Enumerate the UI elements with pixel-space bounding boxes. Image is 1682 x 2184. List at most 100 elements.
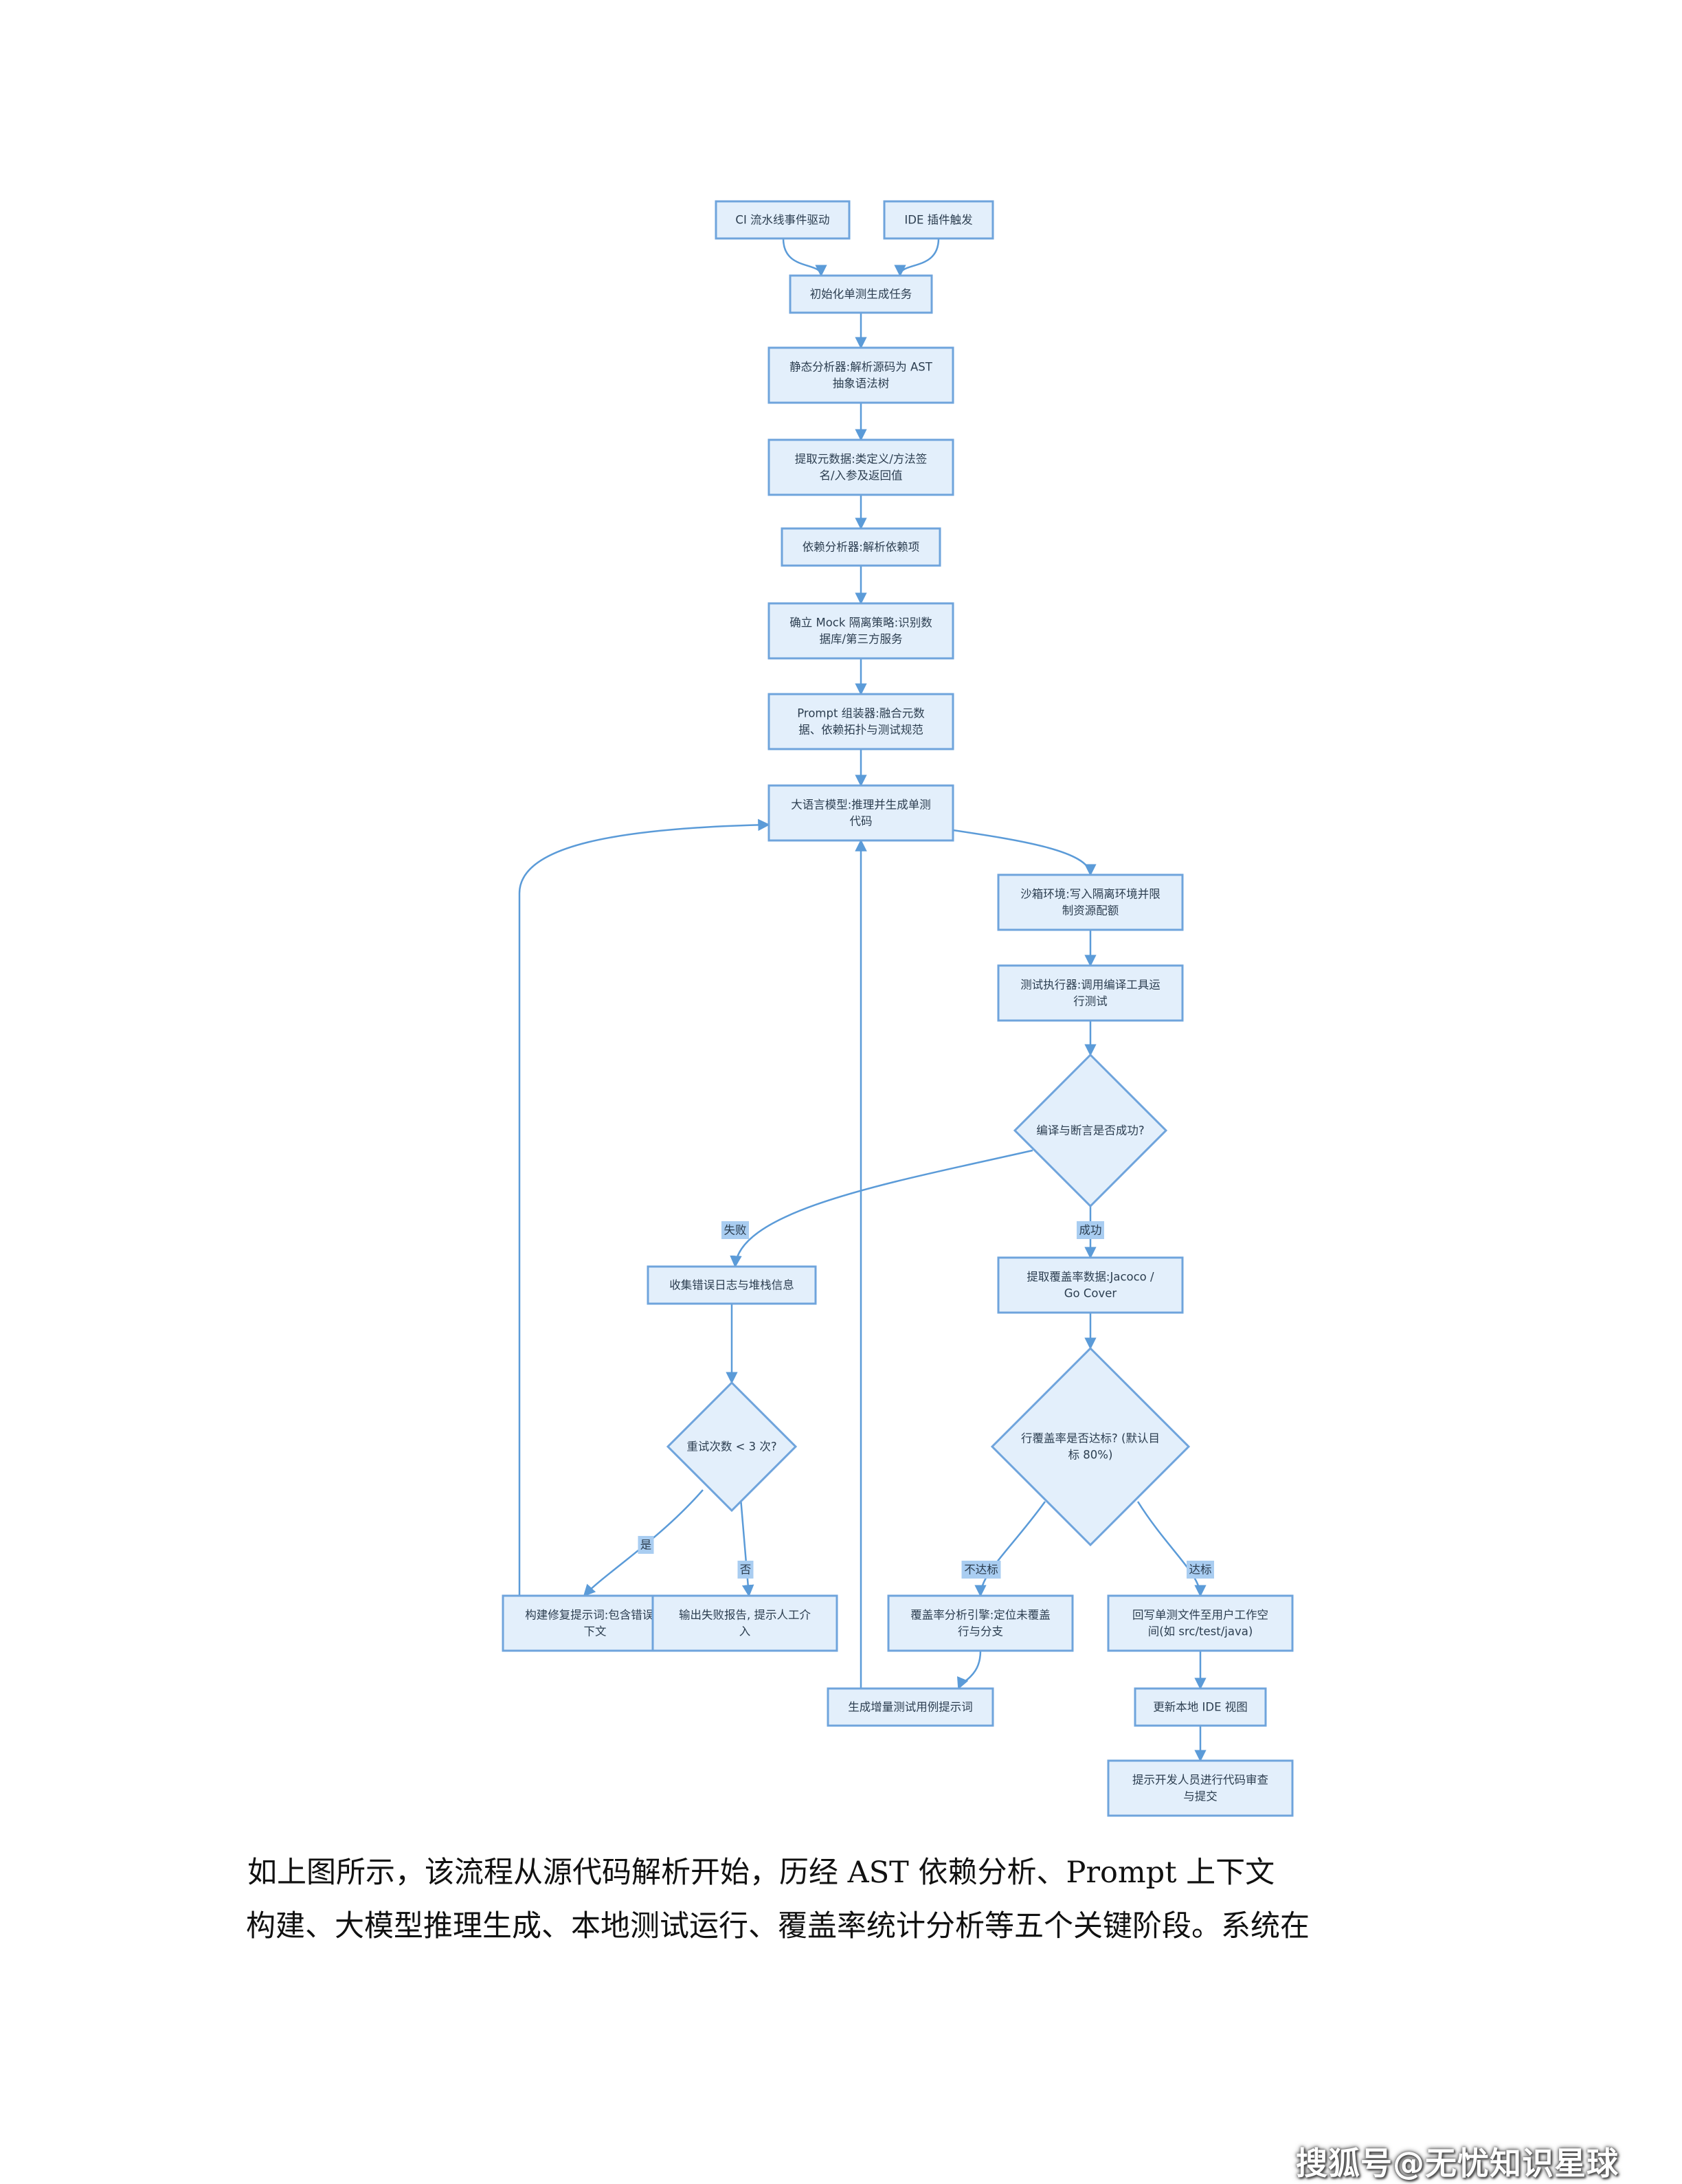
node-label: 收集错误日志与堆栈信息 — [669, 1279, 794, 1292]
node-label: 测试执行器:调用编译工具运 — [1020, 979, 1160, 992]
node-static-analyzer: 静态分析器:解析源码为 AST 抽象语法树 — [767, 346, 954, 404]
edge-retry-to-fail — [739, 1497, 754, 1597]
node-label: 重试次数 < 3 次? — [686, 1440, 776, 1453]
node-shape — [715, 200, 851, 240]
node-label: 标 80%) — [1068, 1449, 1113, 1462]
node-shape — [767, 438, 954, 496]
node-compile-ok: 编译与断言是否成功? — [1013, 1053, 1168, 1208]
node-shape — [827, 1687, 994, 1727]
node-label: 沙箱环境:写入隔离环境并限 — [1020, 888, 1160, 901]
node-label: IDE 插件触发 — [904, 214, 972, 227]
node-label: 行测试 — [1073, 995, 1108, 1008]
node-init-task: 初始化单测生成任务 — [789, 274, 933, 314]
node-shape — [1134, 1687, 1267, 1727]
edge-coverage-to-analysis — [974, 1501, 1046, 1597]
watermark: 搜狐号@无忧知识星球 — [1296, 2145, 1619, 2182]
edge-label-background — [961, 1561, 1001, 1579]
node-shape — [883, 200, 994, 240]
node-label: 行与分支 — [958, 1625, 1003, 1638]
edge-retry-to-fix — [583, 1489, 704, 1597]
node-shape — [767, 784, 954, 842]
node-shape — [1013, 1053, 1168, 1208]
edge-label-background — [1077, 1221, 1104, 1239]
edge-label-fail: 失败 — [721, 1221, 749, 1239]
node-label: 提示开发人员进行代码审查 — [1132, 1774, 1268, 1787]
node-shape — [767, 693, 954, 750]
node-refresh-ide: 更新本地 IDE 视图 — [1134, 1687, 1267, 1727]
node-label: 初始化单测生成任务 — [810, 288, 912, 301]
node-shape — [997, 1256, 1184, 1314]
node-shape — [651, 1594, 838, 1652]
node-label: 入 — [739, 1625, 751, 1638]
node-label: 依赖分析器:解析依赖项 — [803, 541, 920, 554]
caption-line-2: 构建、大模型推理生成、本地测试运行、覆盖率统计分析等五个关键阶段。系统在 — [246, 1909, 1310, 1943]
node-label: 输出失败报告, 提示人工介 — [679, 1609, 811, 1622]
node-shape — [781, 527, 941, 567]
node-label: 与提交 — [1183, 1790, 1218, 1803]
node-label: 间(如 src/test/java) — [1148, 1625, 1253, 1638]
node-label: 编译与断言是否成功? — [1036, 1124, 1144, 1137]
node-ci-trigger: CI 流水线事件驱动 — [715, 200, 851, 240]
node-label: Prompt 组装器:融合元数 — [797, 707, 925, 720]
node-label: 提取覆盖率数据:Jacoco / — [1027, 1271, 1154, 1284]
node-label: 回写单测文件至用户工作空 — [1132, 1609, 1268, 1622]
node-label: CI 流水线事件驱动 — [735, 214, 829, 227]
node-label: 名/入参及返回值 — [819, 469, 902, 482]
node-coverage-extract: 提取覆盖率数据:Jacoco /Go Cover — [997, 1256, 1184, 1314]
edge-label-text: 是 — [640, 1539, 652, 1552]
edge-label-background — [721, 1221, 749, 1239]
node-shape — [997, 964, 1184, 1022]
node-label: 大语言模型:推理并生成单测 — [791, 799, 931, 812]
node-label: 抽象语法树 — [833, 377, 890, 390]
node-collect-errors: 收集错误日志与堆栈信息 — [647, 1265, 817, 1305]
edge-label-background — [1187, 1561, 1214, 1579]
edge-label-text: 否 — [740, 1563, 752, 1576]
edge-label-text: 不达标 — [964, 1563, 998, 1576]
node-label: 生成增量测试用例提示词 — [848, 1701, 973, 1714]
edge-label-text: 达标 — [1189, 1563, 1212, 1576]
node-label: 静态分析器:解析源码为 AST — [789, 361, 933, 374]
node-label: 确立 Mock 隔离策略:识别数 — [789, 616, 932, 629]
node-label: 据库/第三方服务 — [819, 633, 902, 646]
node-shape — [647, 1265, 817, 1305]
edge-analysis-to-incremental — [957, 1650, 982, 1690]
node-dependency-analyzer: 依赖分析器:解析依赖项 — [781, 527, 941, 567]
node-incremental-prompt: 生成增量测试用例提示词 — [827, 1687, 994, 1727]
edge-ide-to-init — [894, 238, 940, 277]
node-shape — [789, 274, 933, 314]
node-label: 构建修复提示词:包含错误上 — [525, 1609, 665, 1622]
node-label: 下文 — [584, 1625, 607, 1638]
node-label: 更新本地 IDE 视图 — [1153, 1701, 1248, 1714]
edge-label-text: 失败 — [724, 1224, 747, 1237]
node-shape — [997, 873, 1184, 931]
node-label: 行覆盖率是否达标? (默认目 — [1021, 1432, 1160, 1445]
node-retry-check: 重试次数 < 3 次? — [666, 1381, 798, 1513]
edge-label-yes: 是 — [638, 1536, 654, 1554]
node-label: 覆盖率分析引擎:定位未覆盖 — [910, 1609, 1051, 1622]
node-label: 据、依赖拓扑与测试规范 — [798, 724, 923, 737]
node-ide-trigger: IDE 插件触发 — [883, 200, 994, 240]
edge-label-background — [737, 1561, 754, 1579]
edge-coverage-to-writeback — [1136, 1501, 1207, 1597]
edge-label-success: 成功 — [1077, 1221, 1104, 1239]
node-shape — [1107, 1759, 1294, 1817]
edge-ci-to-init — [782, 238, 827, 277]
node-shape — [990, 1346, 1191, 1547]
node-label: 提取元数据:类定义/方法签 — [795, 453, 928, 466]
edge-label-text: 成功 — [1079, 1224, 1102, 1237]
edge-label-not-met: 不达标 — [961, 1561, 1001, 1579]
edge-llm-to-sandbox — [952, 829, 1097, 876]
node-label: 制资源配额 — [1062, 904, 1119, 917]
